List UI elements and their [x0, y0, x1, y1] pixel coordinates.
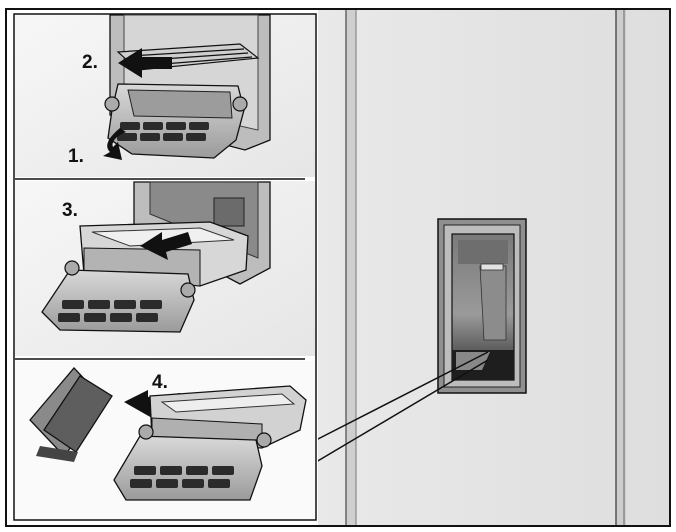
panel-steps-1-2: 2. 1. — [15, 14, 315, 177]
step-2-label: 2. — [82, 52, 98, 73]
arrow-step-3 — [140, 232, 192, 260]
removed-grille — [29, 367, 113, 462]
step-4-label: 4. — [152, 372, 168, 393]
dispenser-niche — [437, 218, 527, 394]
step-1-label: 1. — [68, 146, 84, 167]
arrow-step-1 — [103, 128, 126, 160]
arrow-step-2 — [118, 48, 172, 78]
drip-tray — [41, 221, 249, 333]
panel-step-4: 4. — [15, 361, 315, 519]
tray-folding-down — [104, 83, 248, 159]
left-column-border — [13, 13, 317, 521]
step-3-label: 3. — [62, 200, 78, 221]
panel-step-3: 3. — [15, 181, 315, 356]
tray-assembly — [113, 385, 307, 501]
fridge-door-view — [318, 10, 669, 525]
